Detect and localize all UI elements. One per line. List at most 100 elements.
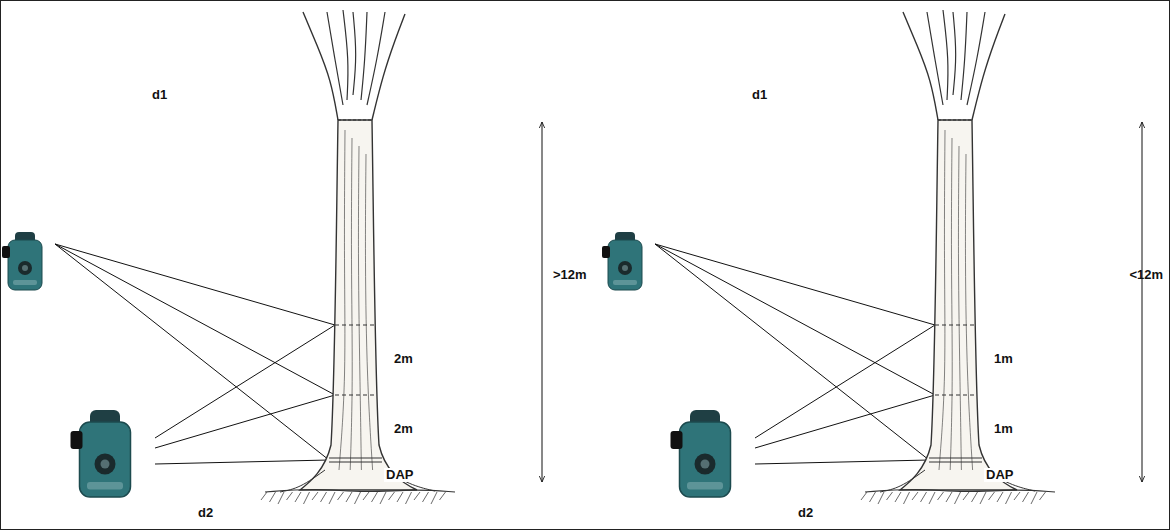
drawing-part: [980, 492, 986, 504]
drawing-part: [921, 492, 927, 502]
drawing-part: [335, 324, 374, 325]
drawing-part: [80, 422, 131, 497]
clinometer-device: [671, 410, 731, 497]
drawing-part: [929, 462, 982, 463]
drawing-part: [904, 492, 910, 504]
drawing-part: [329, 457, 382, 458]
drawing-part: [270, 492, 276, 502]
drawing-part: [950, 138, 952, 470]
drawing-part: [280, 470, 325, 492]
drawing-part: [287, 492, 293, 500]
drawing-part: [397, 492, 403, 502]
drawing-part: [880, 470, 925, 492]
drawing-part: [406, 492, 412, 504]
drawing-part: [363, 492, 369, 500]
drawing-part: [18, 261, 32, 275]
drawing-part: [972, 492, 978, 502]
drawing-part: [353, 12, 356, 95]
drawing-part: [300, 120, 417, 490]
drawing-part: [613, 280, 637, 285]
tree-drawing: [861, 10, 1055, 504]
interval-label: 2m: [392, 422, 415, 436]
interval-label: 1m: [992, 352, 1015, 366]
drawing-part: [372, 14, 405, 120]
drawing-part: [972, 14, 1005, 120]
drawing-part: [321, 492, 327, 502]
drawing-part: [431, 492, 437, 504]
drawing-part: [946, 492, 952, 502]
drawing-part: [939, 130, 945, 470]
drawing-part: [755, 460, 929, 464]
drawing-part: [680, 422, 731, 497]
drawing-part: [618, 261, 632, 275]
drawing-part: [903, 12, 938, 120]
drawing-part: [1023, 492, 1029, 502]
drawing-part: [938, 120, 972, 121]
drawing-part: [989, 492, 995, 500]
drawing-part: [261, 492, 267, 500]
distance-label: d2: [796, 506, 815, 520]
drawing-part: [343, 10, 348, 100]
drawing-part: [355, 492, 361, 504]
drawing-part: [929, 492, 935, 504]
drawing-part: [55, 244, 335, 395]
dap-label: DAP: [384, 468, 415, 482]
drawing-part: [350, 138, 352, 470]
drawing-part: [622, 265, 628, 271]
drawing-part: [414, 492, 420, 500]
distance-label: d1: [150, 88, 169, 102]
drawing-part: [965, 154, 972, 470]
drawing-part: [695, 454, 716, 475]
drawing-part: [861, 492, 867, 500]
drawing-part: [900, 120, 1017, 490]
drawing-part: [927, 12, 943, 105]
drawing-part: [278, 492, 284, 504]
drawing-part: [440, 492, 446, 500]
drawing-part: [365, 154, 372, 470]
drawing-part: [967, 12, 985, 105]
drawing-part: [961, 12, 967, 100]
drawing-part: [870, 492, 876, 502]
interval-label: 2m: [392, 352, 415, 366]
drawing-part: [329, 492, 335, 504]
drawing-part: [1014, 492, 1020, 500]
drawing-part: [963, 492, 969, 500]
drawing-part: [935, 324, 974, 325]
drawing-part: [335, 394, 376, 395]
drawing-part: [687, 482, 723, 490]
dap-label: DAP: [984, 468, 1015, 482]
drawing-part: [8, 240, 42, 290]
drawing-part: [935, 394, 976, 395]
drawing-part: [329, 462, 382, 463]
drawing-part: [1006, 492, 1012, 504]
drawing-part: [338, 120, 372, 121]
drawing-part: [953, 12, 956, 95]
drawing-part: [304, 492, 310, 504]
drawing-part: [608, 240, 642, 290]
height-arrow: [542, 122, 543, 482]
drawing-part: [312, 492, 318, 500]
drawing-part: [943, 10, 948, 100]
drawing-part: [22, 265, 28, 271]
drawing-part: [327, 12, 343, 105]
drawing-part: [155, 460, 329, 464]
drawing-part: [2, 246, 10, 258]
drawing-part: [346, 492, 352, 502]
drawing-part: [389, 492, 395, 500]
drawing-part: [878, 492, 884, 504]
drawing-part: [958, 146, 961, 470]
drawing-part: [95, 454, 116, 475]
drawing-part: [938, 492, 944, 500]
drawing-part: [701, 460, 710, 469]
drawing-part: [997, 492, 1003, 502]
drawing-part: [929, 457, 982, 458]
interval-label: 1m: [992, 422, 1015, 436]
drawing-part: [423, 492, 429, 502]
clinometer-device: [2, 232, 42, 290]
drawing-part: [380, 492, 386, 504]
drawing-part: [303, 12, 338, 120]
distance-label: d2: [196, 506, 215, 520]
drawing-part: [338, 492, 344, 500]
